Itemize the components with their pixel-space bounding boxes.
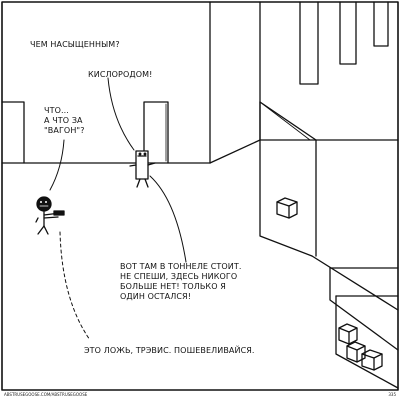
speech-tails — [49, 77, 187, 341]
speech-question-wagon: ЧТО... А ЧТО ЗА "ВАГОН"? — [44, 106, 85, 135]
left-doorway — [1, 101, 25, 164]
right-wall — [209, 1, 399, 164]
speech-question-saturated: ЧЕМ НАСЫЩЕННЫМ? — [30, 40, 120, 49]
panel-border — [1, 1, 399, 391]
crate-single — [276, 197, 298, 219]
upper-columns — [299, 1, 389, 85]
panel-number: 335 — [388, 392, 396, 397]
speech-reply-tunnel: ВОТ ТАМ В ТОННЕЛЕ СТОИТ. НЕ СПЕШИ, ЗДЕСЬ… — [120, 262, 242, 301]
credit-text: ABSTRUSEGOOSE.COM/ABSTRUSEGOOSE — [4, 392, 88, 397]
crate-stack — [338, 323, 383, 371]
platform — [335, 295, 399, 389]
corridor — [259, 101, 399, 351]
character-travis — [35, 196, 65, 235]
speech-lie-travis: ЭТО ЛОЖЬ, ТРЭВИС. ПОШЕВЕЛИВАЙСЯ. — [84, 346, 255, 355]
character-robot — [129, 150, 156, 188]
speech-answer-oxygen: КИСЛОРОДОМ! — [88, 70, 153, 79]
middle-doorway — [143, 101, 169, 164]
